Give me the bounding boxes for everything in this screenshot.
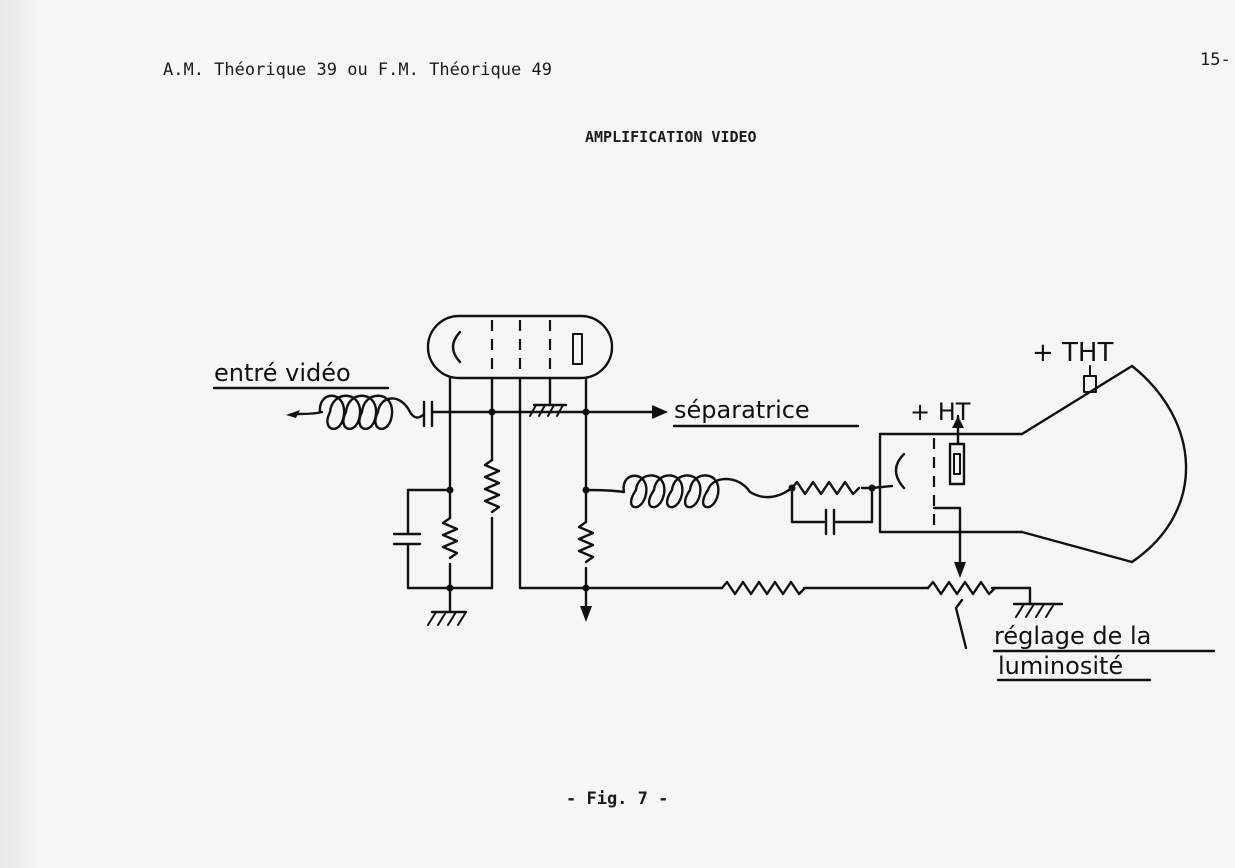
page-number: 15- bbox=[1200, 50, 1231, 70]
brightness-series-resistor bbox=[720, 580, 807, 596]
brightness-pointer bbox=[954, 598, 968, 650]
ground-symbol bbox=[529, 403, 568, 417]
cathode-capacitor bbox=[392, 532, 422, 546]
separator-arrow-icon bbox=[652, 405, 668, 419]
brightness-label-line1: réglage de la bbox=[994, 622, 1151, 650]
coupling-capacitor bbox=[422, 400, 434, 428]
tht-label: + THT bbox=[1032, 338, 1113, 368]
plate-load-resistor bbox=[577, 520, 595, 564]
supply-arrow-icon bbox=[580, 606, 592, 622]
video-input-label: entré vidéo bbox=[214, 359, 351, 387]
ht-label: + HT bbox=[910, 398, 971, 426]
ground-symbol bbox=[427, 610, 468, 626]
crt-cathode-resistor bbox=[790, 480, 861, 496]
figure-caption: - Fig. 7 - bbox=[566, 789, 669, 809]
separator-label: séparatrice bbox=[674, 396, 810, 424]
cathode-resistor bbox=[441, 516, 459, 560]
brightness-potentiometer bbox=[926, 580, 997, 596]
peaking-inductor bbox=[622, 474, 794, 509]
ground-symbol bbox=[1012, 602, 1064, 618]
brightness-label-line2: luminosité bbox=[998, 652, 1123, 680]
bypass-capacitor bbox=[824, 508, 836, 536]
grid-resistor bbox=[483, 458, 501, 514]
pentode-tube bbox=[426, 314, 614, 590]
crt-tube bbox=[878, 364, 1188, 578]
section-title: AMPLIFICATION VIDEO bbox=[585, 128, 757, 146]
input-inductor bbox=[286, 394, 426, 430]
page-header: A.M. Théorique 39 ou F.M. Théorique 49 bbox=[163, 60, 552, 80]
